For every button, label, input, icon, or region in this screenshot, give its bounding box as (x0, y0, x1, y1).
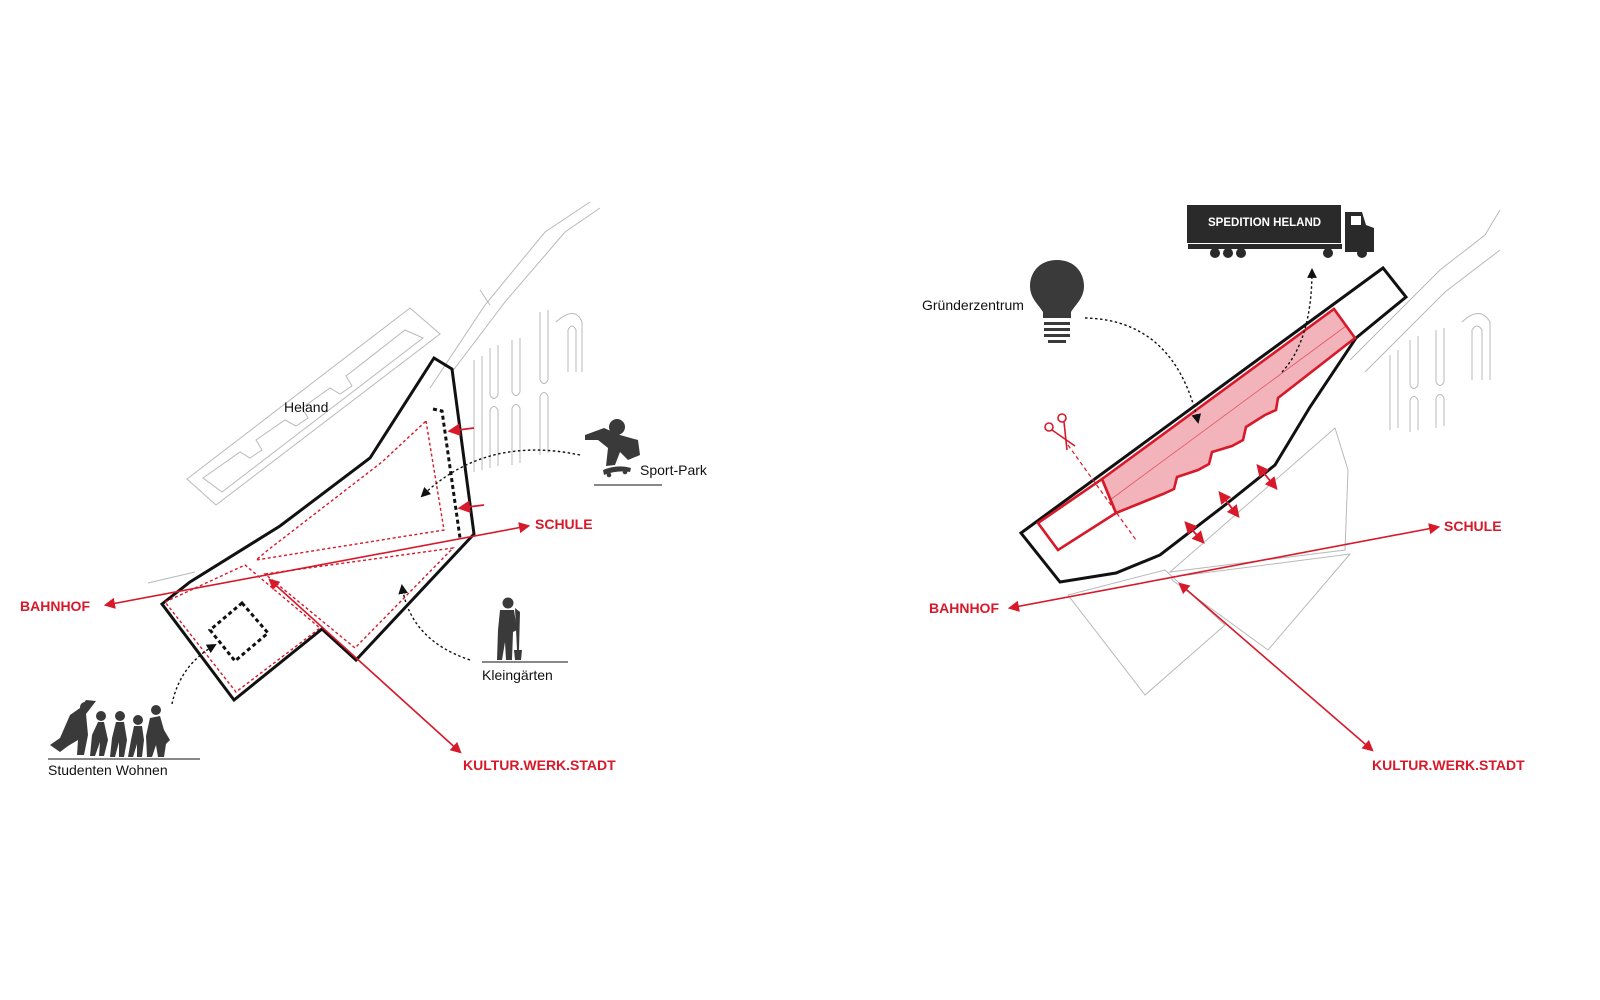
right-route-kultur (1178, 582, 1374, 752)
left-context-map (147, 201, 601, 584)
left-flow-students (171, 644, 217, 705)
left-kultur-label: KULTUR.WERK.STADT (463, 757, 616, 773)
left-flow-sport (420, 449, 581, 498)
left-diagram: Sport-Park Kleingärten Studenten Wohnen … (20, 201, 708, 778)
cut-off-segment (1036, 477, 1118, 552)
right-route-bahnhof-schule (1007, 523, 1441, 612)
left-flow-garden (398, 584, 471, 661)
scissors-icon (1044, 413, 1076, 451)
left-route-bahnhof-schule (103, 522, 531, 609)
left-sport-track (432, 407, 462, 539)
students-crowd-icon (50, 700, 170, 757)
left-bahnhof-label: BAHNHOF (20, 598, 90, 614)
gruenderzentrum-building (1100, 307, 1357, 515)
right-kultur-label: KULTUR.WERK.STADT (1372, 757, 1525, 773)
left-sport-arrow-1 (447, 423, 475, 437)
red-double-arrow-3 (1256, 464, 1278, 490)
left-zone-center (263, 547, 455, 649)
studenten-wohnen-label: Studenten Wohnen (48, 762, 168, 778)
truck-icon: SPEDITION HELAND (1187, 205, 1374, 258)
heland-label: Heland (284, 399, 328, 415)
right-schule-label: SCHULE (1444, 518, 1502, 534)
red-double-arrow-2 (1218, 491, 1240, 518)
right-bahnhof-label: BAHNHOF (929, 600, 999, 616)
left-schule-label: SCHULE (535, 516, 593, 532)
left-site-outline (159, 355, 476, 703)
gruenderzentrum-label: Gründerzentrum (922, 297, 1024, 313)
sport-park-label: Sport-Park (640, 462, 708, 478)
lightbulb-icon (1030, 260, 1084, 343)
left-housing-square (207, 600, 271, 664)
truck-sign-label: SPEDITION HELAND (1208, 217, 1321, 229)
left-zone-north (253, 419, 445, 562)
gardener-icon (497, 597, 522, 660)
right-flow-gruenderzentrum (1084, 317, 1202, 424)
skateboarder-icon (585, 419, 640, 478)
cut-line (1067, 444, 1137, 541)
left-route-kultur (268, 578, 462, 754)
kleingaerten-label: Kleingärten (482, 667, 553, 683)
right-diagram: Gründerzentrum SPEDITION HELAND SCHULE B… (922, 205, 1525, 773)
building-axis (1109, 325, 1347, 501)
left-sport-arrow-2 (457, 500, 485, 514)
